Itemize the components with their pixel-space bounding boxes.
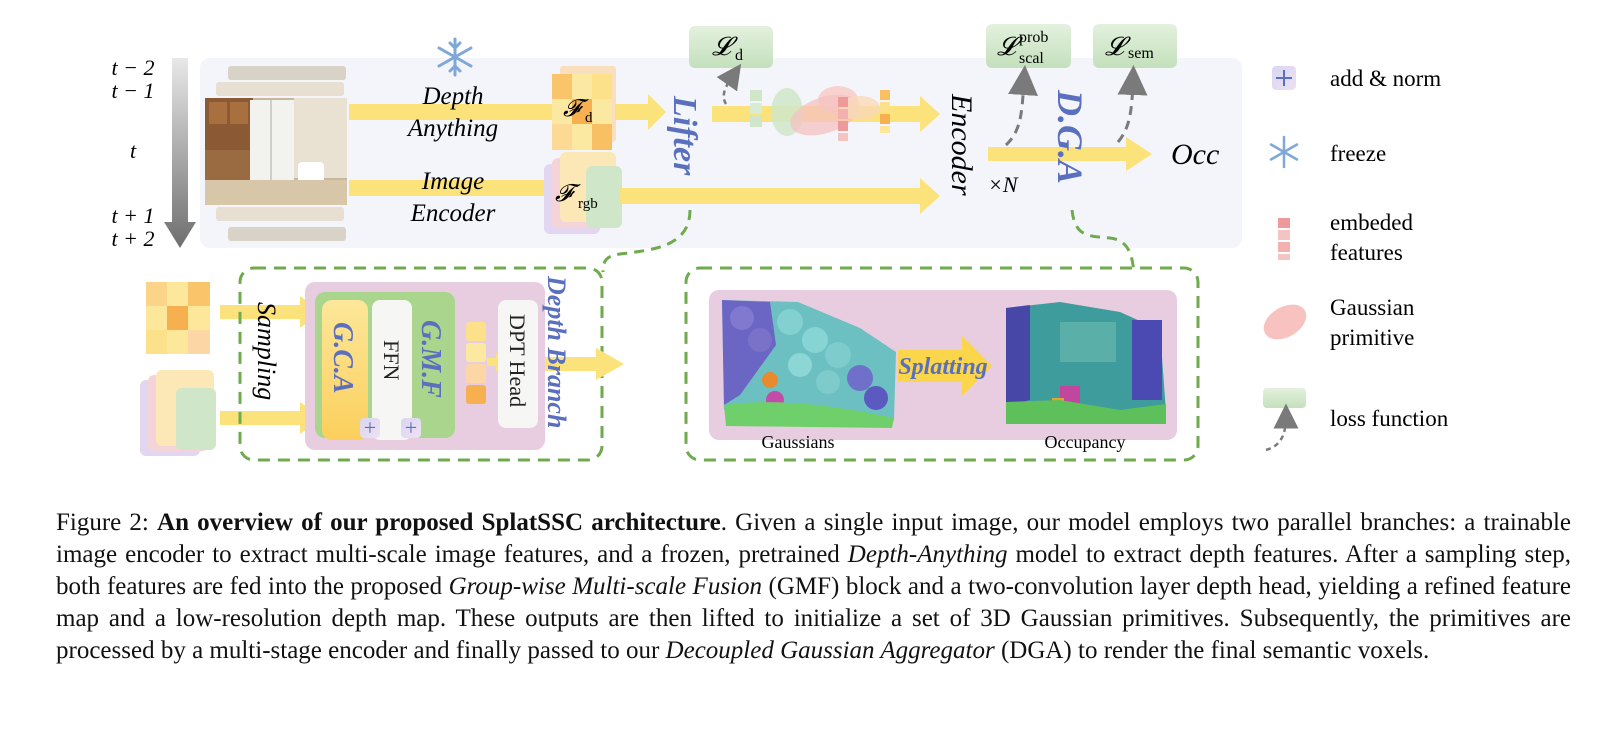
arrow-sampling-bottom (220, 402, 322, 434)
add-norm-icon: + (360, 415, 380, 440)
legend-label: Gaussian (1330, 295, 1415, 320)
add-norm-icon: + (401, 415, 421, 440)
legend-label: primitive (1330, 325, 1414, 350)
gca-label: G.C.A (327, 322, 358, 394)
embedded-features-icon (1278, 218, 1290, 260)
gmf-label: G.M.F (415, 320, 446, 398)
svg-text:rgb: rgb (578, 196, 598, 212)
image-encoder-label: Image (421, 168, 484, 195)
svg-text:prob: prob (1019, 29, 1048, 46)
timeline-label: t − 1 (112, 78, 155, 103)
timeline-label: t − 2 (112, 55, 155, 80)
arrow-encoder (349, 170, 570, 206)
dpt-head-label: DPT Head (505, 314, 530, 407)
arrow-occ (988, 137, 1152, 171)
loss-d-box: 𝓛 d (689, 26, 773, 68)
lifter-depth-connector (601, 209, 692, 273)
svg-text:d: d (585, 110, 593, 126)
arrow-depth (349, 94, 570, 130)
arrow-sampling-top (220, 296, 322, 328)
loss-scal-box: 𝓛 prob scal (986, 24, 1071, 68)
bottom-left-feature-inputs (140, 282, 216, 456)
caption-prefix: Figure 2: (56, 509, 158, 536)
svg-text:scal: scal (1019, 50, 1044, 67)
rgb-feature-map: 𝓕 rgb (544, 152, 622, 234)
add-norm-icon (1272, 66, 1296, 90)
caption-text: . Given a single input image, our model … (56, 509, 1571, 568)
lifter-label: Lifter (666, 95, 703, 176)
fused-feature-stack (466, 322, 486, 404)
legend-label: add & norm (1330, 66, 1441, 91)
dpt-head-block (498, 300, 538, 428)
caption-italic: Depth-Anything (847, 541, 1008, 568)
snowflake-icon (1269, 135, 1299, 169)
figure-caption: Figure 2: An overview of our proposed Sp… (56, 507, 1571, 667)
gaussians-label: Gaussians (762, 432, 835, 452)
svg-text:+: + (405, 415, 417, 440)
caption-italic: Decoupled Gaussian Aggregator (665, 637, 995, 664)
legend: add & norm freeze embeded features Gauss… (1263, 66, 1449, 452)
timeline-arrow (164, 58, 196, 248)
loss-scal-arrow (1004, 65, 1038, 147)
loss-d-arrow (716, 63, 742, 105)
gaussian-ellipse-icon (1263, 304, 1307, 340)
depth-branch-label: Depth Branch (542, 275, 571, 428)
arrow-fd (615, 94, 666, 130)
input-image (205, 98, 347, 205)
occ-label: Occ (1171, 138, 1219, 171)
depth-branch-dashed-box (238, 266, 604, 462)
encoder-label: Encoder (945, 93, 978, 196)
svg-text:sem: sem (1128, 45, 1154, 62)
loss-sem-box: 𝓛 sem (1093, 24, 1177, 68)
timeline-label: t + 2 (112, 226, 155, 251)
caption-title: An overview of our proposed SplatSSC arc… (157, 509, 721, 536)
timeline-label: t + 1 (112, 203, 155, 228)
legend-label: features (1330, 240, 1403, 265)
architecture-diagram: t − 2 t − 1 t t + 1 t + 2 Depth Anything… (112, 24, 1449, 462)
timeline: t − 2 t − 1 t t + 1 t + 2 (112, 55, 196, 251)
legend-label: embeded (1330, 210, 1414, 235)
ffn-label: FFN (379, 340, 404, 380)
occupancy-render (1006, 302, 1166, 424)
legend-label: loss function (1330, 406, 1449, 431)
gca-block (322, 300, 368, 440)
arrow-splatting (898, 336, 992, 396)
arrow-frgb (620, 178, 940, 214)
caption-text: (GMF) block and a two-convolution layer … (56, 573, 1571, 664)
dga-splat-connector (1070, 209, 1136, 273)
sampling-label: Sampling (252, 302, 281, 400)
caption-text: model to extract depth features. After a… (56, 541, 1571, 600)
gaussian-cluster (750, 86, 890, 141)
times-n-label: ×N (988, 172, 1019, 197)
arrow-depth-branch-out (545, 348, 624, 380)
legend-label: freeze (1330, 141, 1386, 166)
svg-text:d: d (735, 47, 743, 64)
dga-label: D.G.A (1050, 89, 1090, 184)
loss-sem-arrow (1116, 65, 1148, 143)
svg-text:+: + (364, 415, 376, 440)
occupancy-label: Occupancy (1045, 432, 1126, 452)
snowflake-icon (437, 37, 473, 77)
caption-text: (DGA) to render the final semantic voxel… (994, 637, 1430, 664)
caption-italic: Group-wise Multi-scale Fusion (448, 573, 763, 600)
loss-function-icon (1263, 388, 1306, 452)
image-encoder-label: Encoder (410, 200, 496, 227)
depth-feature-map: 𝓕 d (552, 66, 616, 150)
depth-model-label: Depth (421, 83, 483, 110)
depth-model-label: Anything (406, 115, 498, 142)
splatting-dashed-box (684, 266, 1200, 462)
ffn-block (372, 300, 412, 440)
input-image-frames (216, 66, 346, 241)
timeline-label: t (130, 138, 137, 163)
gaussians-render (722, 300, 896, 428)
splatting-label: Splatting (898, 354, 987, 380)
